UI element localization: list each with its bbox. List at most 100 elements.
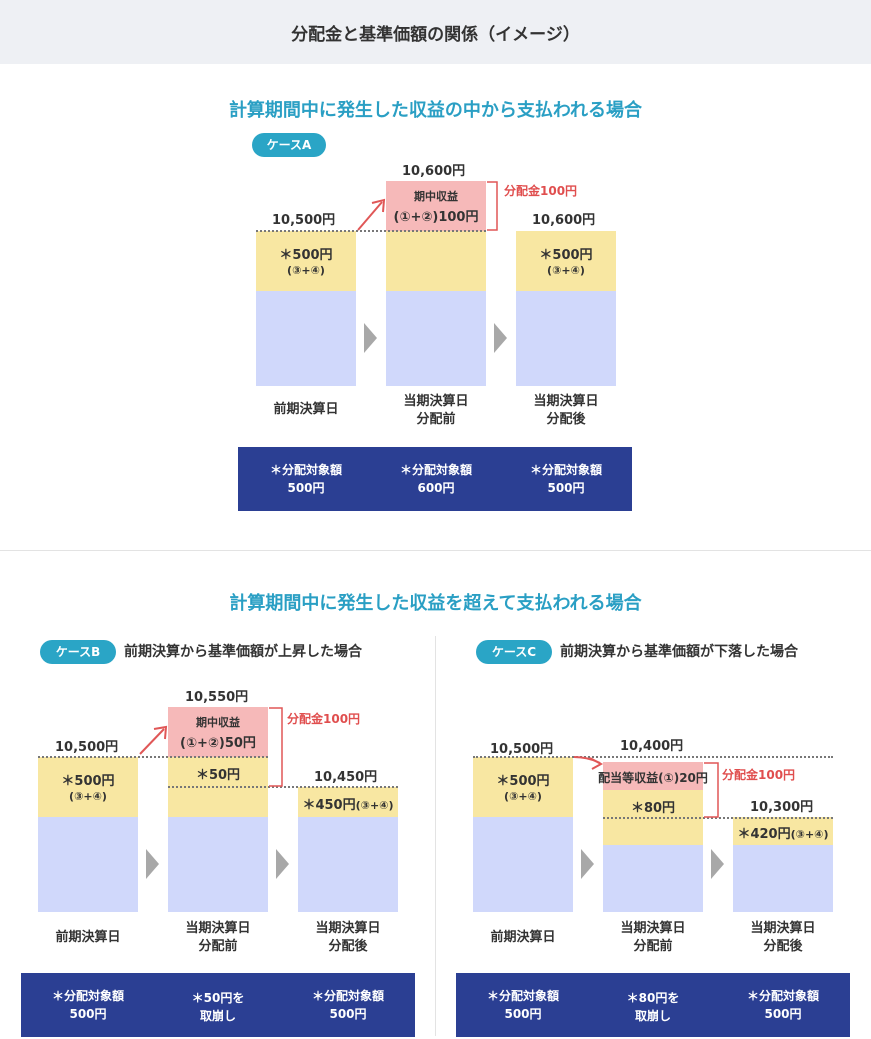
case-a-label-after: 当期決算日 分配後 — [516, 394, 616, 428]
case-c-label-before-2: 分配前 — [633, 939, 673, 954]
case-a-bar-cell-1: ＊分配対象額 500円 — [256, 461, 356, 497]
case-c-income-block — [603, 762, 703, 790]
case-b-bar-cell-2: ＊50円を 取崩し — [168, 989, 268, 1025]
case-c-after-dotted — [603, 817, 833, 819]
case-a-label-before: 当期決算日 分配前 — [386, 394, 486, 428]
case-c-price-after: 10,300円 — [750, 800, 814, 815]
case-b-step-arrow-2-icon — [276, 849, 289, 879]
case-a-prev-yellow-block: ＊500円 (③+④) — [256, 231, 356, 291]
case-c-distribution-bracket — [704, 762, 719, 818]
case-a-baseline-dotted — [256, 230, 486, 232]
case-b-label-prev: 前期決算日 — [55, 930, 121, 945]
case-b-price-after: 10,450円 — [314, 770, 378, 785]
case-c-price-prev: 10,500円 — [490, 742, 554, 757]
case-a-prev-blue-block — [256, 291, 356, 386]
case-a-price-prev: 10,500円 — [272, 213, 336, 228]
case-c-badge: ケースC — [476, 640, 552, 664]
case-b-badge: ケースB — [40, 640, 116, 664]
case-a-before-blue-block — [386, 291, 486, 386]
case-c-prev-sub: (③+④) — [504, 790, 542, 803]
case-a-income-block: 期中収益 (①+②)100円 — [386, 181, 486, 231]
case-a-after-star: ＊500円 — [539, 248, 593, 263]
case-b-price-before: 10,550円 — [185, 690, 249, 705]
case-a-after-sub: (③+④) — [547, 264, 585, 277]
case-c-bar-cell-2: ＊80円を 取崩し — [603, 989, 703, 1025]
case-a-bar-cell-2-l2: 600円 — [417, 481, 455, 495]
case-b-desc: 前期決算から基準価額が上昇した場合 — [124, 644, 362, 660]
case-c-baseline-dotted — [473, 756, 833, 758]
case-c-after-yellow-block: ＊420円(③+④) — [733, 817, 833, 845]
case-a-before-yellow-block — [386, 231, 486, 291]
case-b-baseline-dotted — [38, 756, 268, 758]
case-b-before-blue-block — [168, 817, 268, 912]
case-b-after-yellow-block: ＊450円(③+④) — [298, 787, 398, 817]
case-c-step-arrow-1-icon — [581, 849, 594, 879]
case-a-prev-sub: (③+④) — [287, 264, 325, 277]
case-c-income-line: 配当等収益(①)20円 — [598, 771, 708, 785]
case-a-badge: ケースA — [252, 133, 326, 157]
case-c-star80: ＊80円 — [630, 801, 676, 816]
case-c-bar-cell-1-l1: ＊分配対象額 — [486, 989, 559, 1003]
case-c-bar-cell-3: ＊分配対象額 500円 — [733, 987, 833, 1023]
case-b-label-after: 当期決算日 分配後 — [298, 921, 398, 955]
case-a-label-before-2: 分配前 — [416, 412, 456, 427]
case-a-bar-cell-1-l1: ＊分配対象額 — [269, 463, 342, 477]
case-a-step-arrow-2-icon — [494, 323, 507, 353]
case-a-dist-label: 分配金100円 — [504, 184, 578, 198]
case-a-rise-arrow-icon — [357, 198, 386, 231]
case-b-after-text: ＊450円(③+④) — [298, 794, 398, 813]
case-a-label-prev: 前期決算日 — [273, 402, 339, 417]
case-c-before-blue-block — [603, 845, 703, 912]
case-b-prev-blue-block — [38, 817, 138, 912]
case-b-bar-cell-2-l1: ＊50円を — [191, 991, 245, 1005]
case-b-prev-star: ＊500円 — [61, 774, 115, 789]
case-c-bar-cell-2-l2: 取崩し — [634, 1009, 671, 1023]
case-a-label-after-1: 当期決算日 — [533, 394, 599, 409]
case-c-label-after-1: 当期決算日 — [750, 921, 816, 936]
case-a-price-after: 10,600円 — [532, 213, 596, 228]
case-a-bar-cell-2: ＊分配対象額 600円 — [386, 461, 486, 497]
case-c-label-after: 当期決算日 分配後 — [733, 921, 833, 955]
case-b-distribution-bracket — [269, 707, 283, 787]
case-c-bar-cell-1-l2: 500円 — [504, 1007, 542, 1021]
case-c-bar-cell-1: ＊分配対象額 500円 — [473, 987, 573, 1023]
case-divider — [435, 636, 436, 1036]
section-divider — [0, 550, 871, 551]
case-b-star50: ＊50円 — [195, 768, 241, 783]
case-c-income-arrow-icon — [573, 756, 604, 770]
case-b-label-before-1: 当期決算日 — [185, 921, 251, 936]
case-c-step-arrow-2-icon — [711, 849, 724, 879]
case-c-after-sub: (③+④) — [790, 828, 829, 841]
case-c-label-after-2: 分配後 — [763, 939, 803, 954]
case-b-prev-sub: (③+④) — [69, 790, 107, 803]
case-b-prev-yellow-block: ＊500円 (③+④) — [38, 757, 138, 817]
case-b-summary-bar: ＊分配対象額 500円 ＊50円を 取崩し ＊分配対象額 500円 — [21, 973, 415, 1037]
case-c-label-before: 当期決算日 分配前 — [603, 921, 703, 955]
case-c-prev-blue-block — [473, 817, 573, 912]
case-b-rise-arrow-icon — [139, 725, 168, 755]
case-b-label-before-2: 分配前 — [198, 939, 238, 954]
case-a-bar-cell-3-l1: ＊分配対象額 — [529, 463, 602, 477]
case-a-after-blue-block — [516, 291, 616, 386]
case-b-price-prev: 10,500円 — [55, 740, 119, 755]
case-b-bar-cell-1-l2: 500円 — [69, 1007, 107, 1021]
case-b-after-star: ＊450円 — [302, 798, 356, 813]
case-b-label-after-2: 分配後 — [328, 939, 368, 954]
case-b-label-before: 当期決算日 分配前 — [168, 921, 268, 955]
case-a-bar-cell-2-l1: ＊分配対象額 — [399, 463, 472, 477]
case-a-label-after-2: 分配後 — [546, 412, 586, 427]
case-a-step-arrow-1-icon — [364, 323, 377, 353]
section2-title: 計算期間中に発生した収益を超えて支払われる場合 — [229, 593, 642, 614]
case-c-price-before: 10,400円 — [620, 739, 684, 754]
case-b-bar-cell-3-l1: ＊分配対象額 — [311, 989, 384, 1003]
case-a-summary-bar: ＊分配対象額 500円 ＊分配対象額 600円 ＊分配対象額 500円 — [238, 447, 632, 511]
case-a-bar-cell-3-l2: 500円 — [547, 481, 585, 495]
section1-title: 計算期間中に発生した収益の中から支払われる場合 — [228, 100, 643, 121]
case-c-label-before-1: 当期決算日 — [620, 921, 686, 936]
case-c-summary-bar: ＊分配対象額 500円 ＊80円を 取崩し ＊分配対象額 500円 — [456, 973, 850, 1037]
case-c-bar-cell-2-l1: ＊80円を — [626, 991, 680, 1005]
case-b-bar-cell-2-l2: 取崩し — [199, 1009, 236, 1023]
